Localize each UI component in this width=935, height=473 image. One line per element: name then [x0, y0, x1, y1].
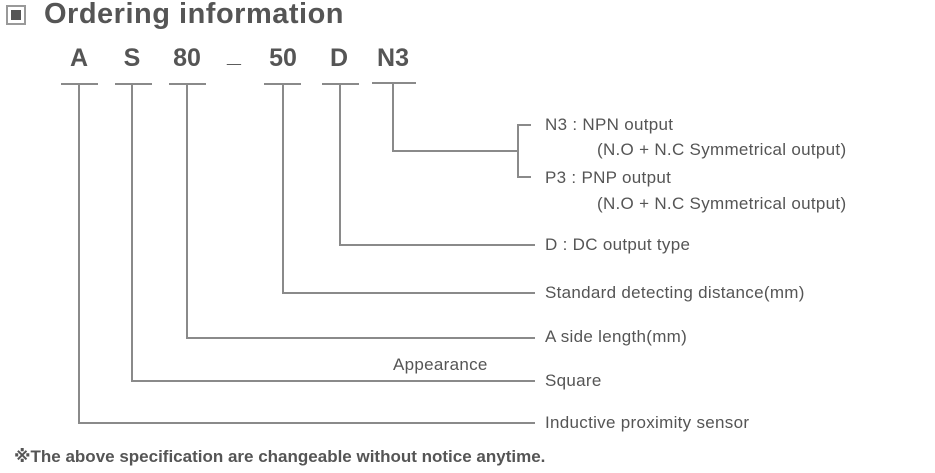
leader-n3-vertical	[392, 83, 394, 152]
label-sensor-type: Inductive proximity sensor	[545, 413, 750, 432]
label-appearance: Square	[545, 371, 602, 390]
leader-50-vertical	[282, 83, 284, 294]
leader-80-vertical	[186, 83, 188, 339]
leader-a-vertical	[78, 83, 80, 424]
leader-50-horizontal	[282, 292, 535, 294]
leader-s-horizontal	[131, 380, 535, 382]
bracket-vertical	[517, 124, 519, 178]
leader-80-horizontal	[186, 337, 535, 339]
leader-s-vertical	[131, 83, 133, 382]
code-segment-separator: _	[227, 40, 241, 68]
label-n3: N3 : NPN output	[545, 115, 674, 134]
bracket-bottom	[517, 176, 531, 178]
code-segment-d: D	[329, 44, 349, 72]
code-segment-80: 80	[173, 44, 201, 72]
leader-d-vertical	[339, 83, 341, 246]
label-distance: Standard detecting distance(mm)	[545, 283, 805, 302]
label-n3-detail: (N.O + N.C Symmetrical output)	[597, 140, 847, 159]
filled-square-bullet-icon	[6, 5, 26, 25]
bracket-top	[517, 124, 531, 126]
code-segment-50: 50	[269, 44, 297, 72]
label-d: D : DC output type	[545, 235, 691, 254]
label-p3-detail: (N.O + N.C Symmetrical output)	[597, 194, 847, 213]
underline-n3	[372, 82, 416, 84]
leader-a-horizontal	[78, 422, 535, 424]
code-segment-s: S	[123, 44, 141, 72]
label-appearance-heading: Appearance	[393, 355, 488, 374]
code-segment-a: A	[69, 44, 89, 72]
footnote: ※The above specification are changeable …	[14, 447, 546, 466]
leader-n3-horizontal	[392, 150, 519, 152]
code-segment-n3: N3	[377, 44, 409, 72]
label-p3: P3 : PNP output	[545, 168, 672, 187]
label-side-length: A side length(mm)	[545, 327, 688, 346]
leader-d-horizontal	[339, 244, 535, 246]
underline-s	[115, 83, 152, 85]
section-title: Ordering information	[44, 0, 344, 30]
